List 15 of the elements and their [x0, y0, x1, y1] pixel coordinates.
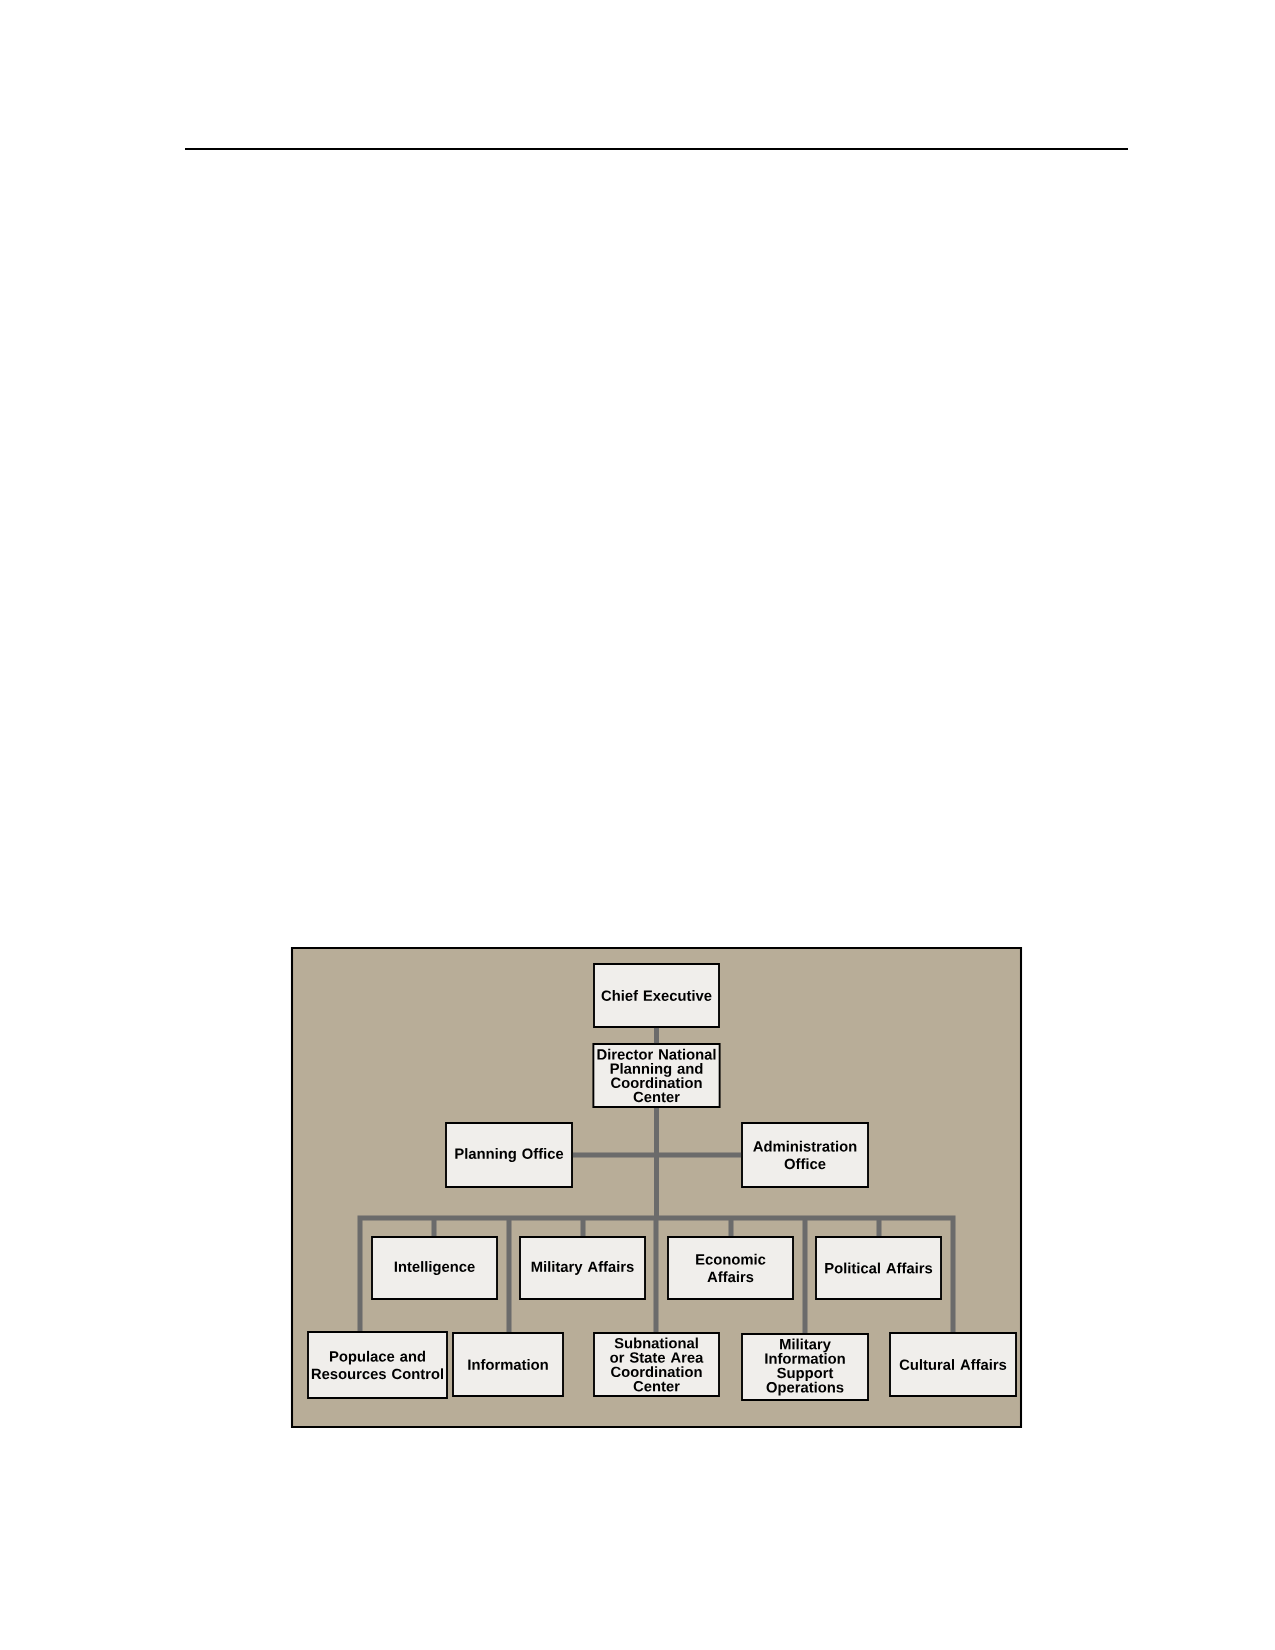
org-box: Economic Affairs — [667, 1236, 794, 1300]
connector-line — [357, 1105, 956, 1336]
org-box: Information — [452, 1332, 564, 1397]
org-box: Administration Office — [741, 1122, 869, 1188]
org-box: Cultural Affairs — [889, 1332, 1017, 1397]
org-box: Planning Office — [445, 1122, 573, 1188]
org-box: Military Affairs — [519, 1236, 646, 1300]
org-box: Intelligence — [371, 1236, 498, 1300]
org-box: Populace and Resources Control — [307, 1331, 448, 1399]
connector-line — [654, 1027, 659, 1044]
org-box: Political Affairs — [815, 1236, 942, 1300]
org-box: Director National Planning and Coordination Center — [592, 1043, 721, 1108]
org-box: Chief Executive — [593, 963, 720, 1028]
org-box: Subnational or State Area Coordination Center — [593, 1332, 720, 1397]
org-box: Military Information Support Operations — [741, 1333, 869, 1401]
